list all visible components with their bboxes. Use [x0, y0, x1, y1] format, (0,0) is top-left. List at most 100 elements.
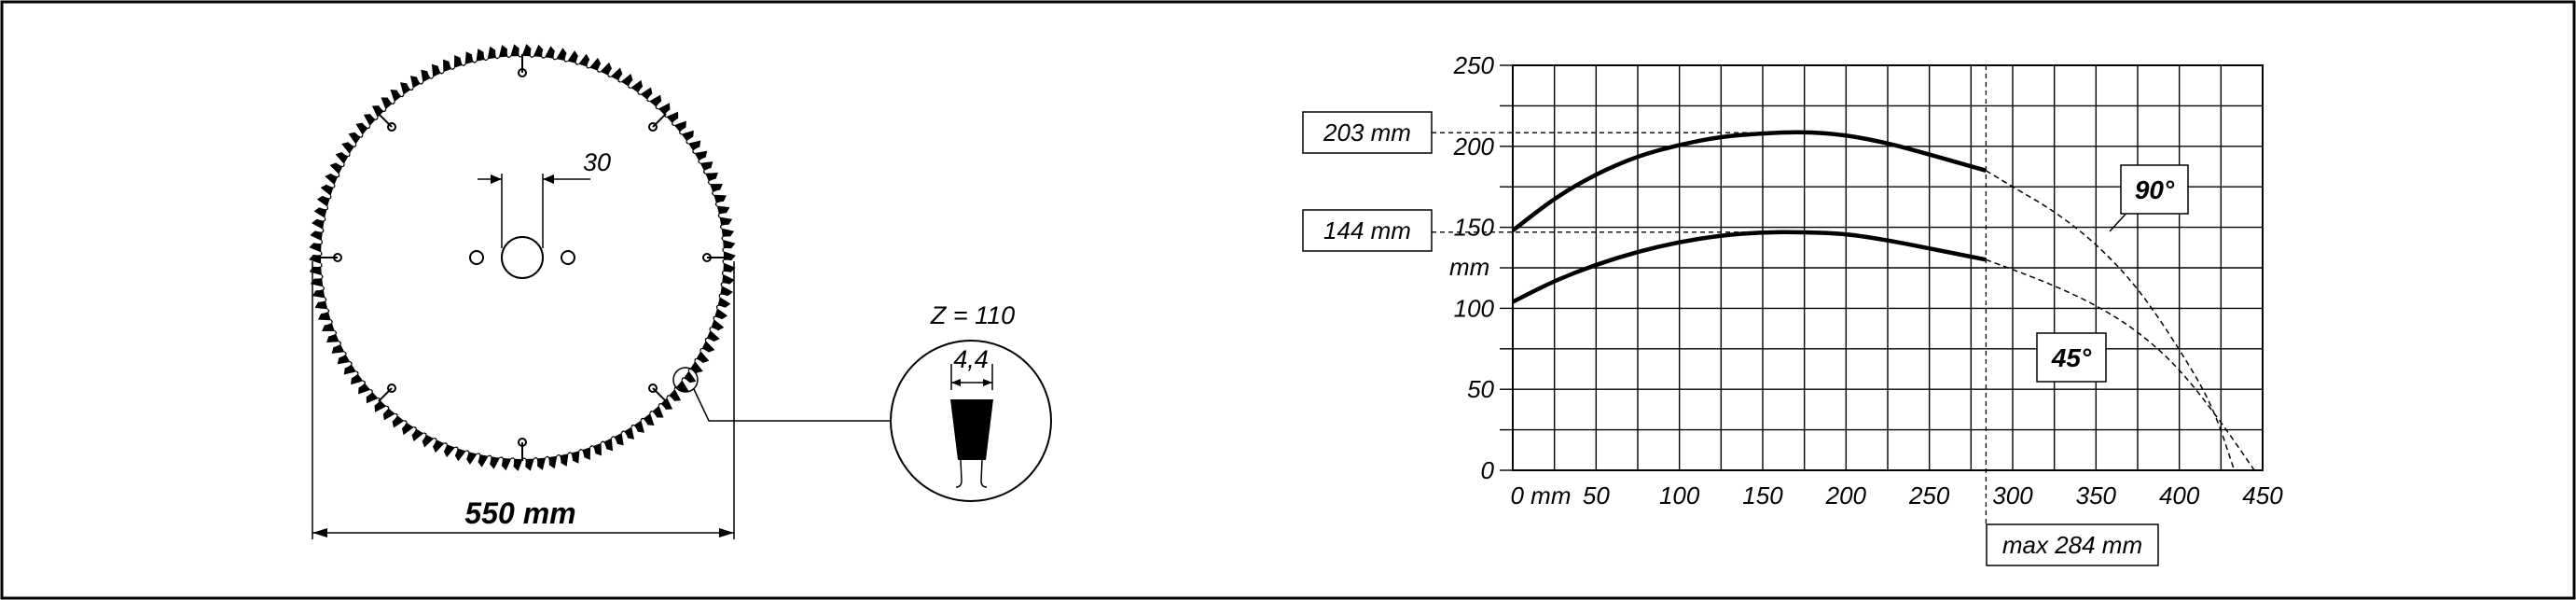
blade-tooth: [358, 380, 370, 395]
label-45deg: 45°: [2051, 343, 2092, 372]
h45-label: 144 mm: [1323, 216, 1411, 244]
x-tick-label: 150: [1742, 481, 1783, 509]
blade-tooth: [498, 45, 512, 59]
expansion-slot: [378, 113, 397, 132]
blade-tooth: [658, 398, 673, 410]
chart-grid: [1500, 64, 2264, 471]
x-tick-label: 400: [2159, 481, 2200, 509]
label-90deg: 90°: [2135, 175, 2175, 204]
blade-tooth: [431, 63, 445, 77]
blade-tooth: [681, 130, 694, 145]
expansion-slot: [648, 384, 667, 402]
blade-tooth: [533, 456, 547, 470]
bore-label: 30: [583, 148, 611, 176]
blade-tooth: [589, 57, 602, 73]
blade-tooth: [710, 183, 723, 196]
blade-tooth: [421, 69, 435, 82]
blade-tooth: [476, 49, 489, 62]
reference-lines: [1432, 65, 1987, 524]
blade-tooth: [589, 442, 602, 456]
annotation-90deg: 90°: [2109, 164, 2189, 232]
blade-tooth: [567, 50, 580, 65]
blade-tooth: [694, 150, 708, 164]
expansion-slot: [319, 253, 343, 262]
max-cut-label: max 284 mm: [2002, 531, 2142, 559]
blade-tooth: [313, 205, 329, 218]
blade-tooth: [510, 457, 523, 471]
blade-tooth: [521, 457, 534, 471]
blade-tooth: [316, 195, 332, 207]
expansion-slot: [378, 384, 397, 402]
blade-tooth: [699, 341, 715, 353]
blade-tooth: [649, 94, 662, 110]
x-tick-label: 200: [1825, 481, 1867, 509]
x-tick-label: 300: [1992, 481, 2033, 509]
blade-tooth: [610, 433, 624, 446]
blade-tooth: [310, 229, 325, 241]
blade-tooth: [314, 297, 328, 310]
blade-tooth: [411, 426, 424, 442]
blade-tooth: [699, 161, 713, 174]
blade-tooth: [556, 453, 569, 467]
blade-teeth: [309, 44, 736, 471]
blade-tooth: [309, 251, 323, 264]
annotation-max-cut: max 284 mm: [1986, 523, 2159, 566]
bore-dimension: 30: [478, 148, 611, 248]
blade-tooth: [329, 162, 345, 174]
blade-tooth: [499, 456, 512, 471]
expansion-slot: [518, 54, 528, 77]
blade-tooth: [433, 438, 445, 453]
blade-tooth: [533, 44, 546, 59]
blade-tooth: [610, 67, 623, 83]
blade-tooth: [567, 451, 580, 464]
blade-tooth: [422, 432, 435, 448]
series-line-2: [1511, 230, 1987, 304]
y-tick-label: 0: [1481, 456, 1495, 484]
blade-tooth: [381, 97, 395, 110]
blade-tooth: [335, 152, 351, 164]
blade-tooth: [666, 111, 679, 127]
blade-tooth: [722, 240, 736, 253]
y-tick-label: 200: [1453, 133, 1495, 160]
blade-tooth: [326, 329, 339, 343]
h90-label: 203 mm: [1323, 119, 1411, 147]
blade-tooth: [709, 319, 725, 331]
blade-tooth: [309, 240, 324, 253]
blade-tooth: [355, 122, 371, 135]
chart-series: [1511, 130, 2255, 471]
blade-tooth: [351, 370, 364, 385]
blade-tooth: [382, 405, 395, 421]
y-tick-label: 150: [1454, 214, 1495, 242]
annotation-45deg: 45°: [2036, 332, 2107, 383]
blade-tooth: [600, 438, 614, 452]
bore-hole: [501, 236, 544, 279]
kerf-label: 4,4: [953, 345, 989, 373]
blade-tooth: [320, 184, 336, 196]
blade-tooth: [704, 330, 720, 342]
blade-tooth: [578, 53, 590, 69]
x-tick-label: 0 mm: [1511, 481, 1572, 509]
blade-tooth: [600, 62, 612, 77]
x-tick-label: 100: [1659, 481, 1700, 509]
blade-tooth: [674, 120, 686, 135]
blade-tooth: [630, 79, 644, 95]
blade-tooth: [640, 87, 653, 103]
blade-tooth: [578, 447, 591, 460]
blade-tooth: [312, 216, 326, 230]
blade-tooth: [718, 286, 733, 299]
blade-tooth: [556, 48, 569, 63]
blade-tooth: [719, 216, 733, 230]
series-line-3: [1986, 258, 2255, 471]
blade-tooth: [476, 453, 489, 467]
blade-tooth: [331, 341, 345, 354]
blade-tooth: [721, 228, 735, 241]
blade-tooth: [337, 351, 351, 365]
blade-tooth: [325, 173, 340, 185]
blade-tooth: [400, 82, 414, 95]
